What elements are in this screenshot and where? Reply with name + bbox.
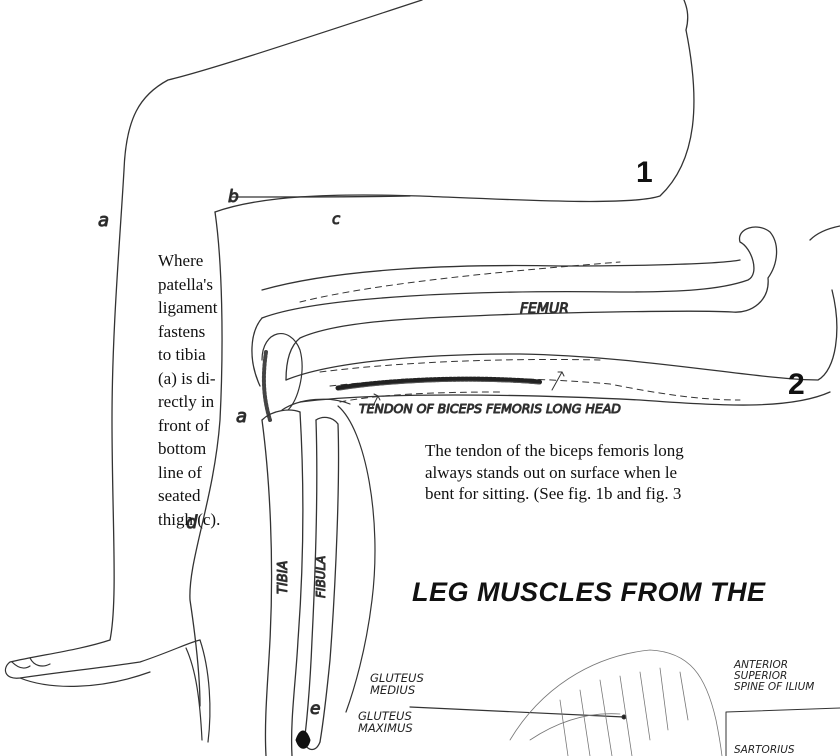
side-note-line: to tibia bbox=[158, 343, 248, 367]
side-note-line: bottom bbox=[158, 437, 248, 461]
label-tendon: TENDON OF BICEPS FEMORIS LONG HEAD bbox=[359, 401, 621, 416]
label-b: b bbox=[228, 187, 239, 207]
label-line: MAXIMUS bbox=[358, 722, 413, 734]
side-note-line: seated bbox=[158, 484, 248, 508]
figure-number-2: 2 bbox=[788, 368, 805, 402]
side-note-line: ligament bbox=[158, 296, 248, 320]
femur-bone bbox=[252, 227, 777, 386]
label-anterior-superior-spine: ANTERIOR SUPERIOR SPINE OF ILIUM bbox=[734, 660, 814, 693]
side-note-line: Where bbox=[158, 249, 248, 273]
side-note: Where patella's ligament fastens to tibi… bbox=[158, 249, 248, 531]
section-title: LEG MUSCLES FROM THE bbox=[412, 577, 766, 608]
figure-number-1: 1 bbox=[636, 156, 653, 190]
side-note-line: patella's bbox=[158, 273, 248, 297]
ankle-mark bbox=[296, 731, 310, 748]
label-tibia: TIBIA bbox=[276, 561, 291, 594]
hip-sketch bbox=[510, 650, 722, 756]
side-note-line: fastens bbox=[158, 320, 248, 344]
side-note-line: thigh (c). bbox=[158, 508, 248, 532]
side-note-line: line of bbox=[158, 461, 248, 485]
leader-dot bbox=[622, 715, 626, 719]
label-line: SPINE OF ILIUM bbox=[734, 682, 814, 693]
label-a-upper: a bbox=[98, 210, 109, 231]
label-gluteus-medius: GLUTEUS MEDIUS bbox=[370, 672, 424, 696]
caption-line: bent for sitting. (See fig. 1b and fig. … bbox=[425, 483, 840, 505]
knee-patella bbox=[262, 334, 350, 420]
tendon-caption: The tendon of the biceps femoris long al… bbox=[425, 440, 840, 505]
calf-outline bbox=[338, 406, 375, 712]
label-gluteus-maximus: GLUTEUS MAXIMUS bbox=[358, 710, 413, 734]
shoe-foot bbox=[5, 640, 210, 742]
label-line: MEDIUS bbox=[370, 684, 424, 696]
label-fibula: FIBULA bbox=[314, 556, 328, 598]
label-e: e bbox=[310, 699, 320, 719]
label-c: c bbox=[332, 210, 341, 228]
side-note-line: rectly in bbox=[158, 390, 248, 414]
caption-line: always stands out on surface when le bbox=[425, 462, 840, 484]
side-note-line: front of bbox=[158, 414, 248, 438]
label-femur: FEMUR bbox=[520, 301, 569, 317]
side-note-line: (a) is di- bbox=[158, 367, 248, 391]
caption-line: The tendon of the biceps femoris long bbox=[425, 440, 840, 462]
label-sartorius: SARTORIUS bbox=[734, 744, 795, 756]
